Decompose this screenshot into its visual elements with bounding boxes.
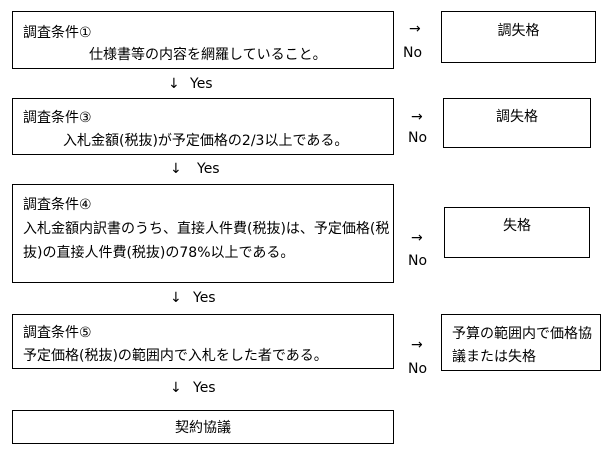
right-arrow-1: → xyxy=(409,21,421,37)
condition-4-text-line-2: 抜)の直接人件費(税抜)の78%以上である。 xyxy=(23,245,295,261)
condition-1-box: 調査条件① 仕様書等の内容を網羅していること。 xyxy=(12,11,394,69)
condition-1-title: 調査条件① xyxy=(23,25,92,41)
down-arrow-4: ↓ xyxy=(170,380,182,396)
result-box-1: 調失格 xyxy=(441,11,596,63)
condition-3-title: 調査条件③ xyxy=(23,110,92,126)
result-1-text: 調失格 xyxy=(497,23,540,39)
condition-1-text: 仕様書等の内容を網羅していること。 xyxy=(89,47,327,63)
no-label-1: No xyxy=(403,45,423,61)
right-arrow-2: → xyxy=(411,109,423,125)
no-label-3: No xyxy=(408,253,428,269)
down-arrow-3: ↓ xyxy=(170,290,182,306)
yes-label-4: Yes xyxy=(193,380,216,396)
condition-5-title: 調査条件⑤ xyxy=(23,325,92,341)
final-text: 契約協議 xyxy=(175,420,231,436)
right-arrow-3: → xyxy=(411,230,423,246)
result-4-text-line-1: 予算の範囲内で価格協 xyxy=(452,326,592,342)
condition-4-text-line-1: 入札金額内訳書のうち、直接人件費(税抜)は、予定価格(税 xyxy=(23,221,390,237)
yes-label-3: Yes xyxy=(193,290,216,306)
condition-5-text: 予定価格(税抜)の範囲内で入札をした者である。 xyxy=(23,348,328,364)
condition-5-box: 調査条件⑤ 予定価格(税抜)の範囲内で入札をした者である。 xyxy=(12,314,394,369)
no-label-4: No xyxy=(408,361,428,377)
result-box-4: 予算の範囲内で価格協 議または失格 xyxy=(441,314,601,371)
condition-4-box: 調査条件④ 入札金額内訳書のうち、直接人件費(税抜)は、予定価格(税 抜)の直接… xyxy=(12,184,394,283)
no-label-2: No xyxy=(408,130,428,146)
result-3-text: 失格 xyxy=(503,218,531,234)
yes-label-2: Yes xyxy=(197,161,220,177)
condition-3-text: 入札金額(税抜)が予定価格の2/3以上である。 xyxy=(63,133,349,149)
result-2-text: 調失格 xyxy=(496,109,538,125)
result-box-3: 失格 xyxy=(444,207,590,258)
condition-3-box: 調査条件③ 入札金額(税抜)が予定価格の2/3以上である。 xyxy=(12,98,394,155)
result-box-2: 調失格 xyxy=(443,98,591,148)
down-arrow-2: ↓ xyxy=(170,161,182,177)
final-box: 契約協議 xyxy=(12,410,394,444)
right-arrow-4: → xyxy=(411,337,423,353)
yes-label-1: Yes xyxy=(190,76,213,92)
down-arrow-1: ↓ xyxy=(168,76,180,92)
result-4-text-line-2: 議または失格 xyxy=(452,349,536,365)
condition-4-title: 調査条件④ xyxy=(23,197,92,213)
